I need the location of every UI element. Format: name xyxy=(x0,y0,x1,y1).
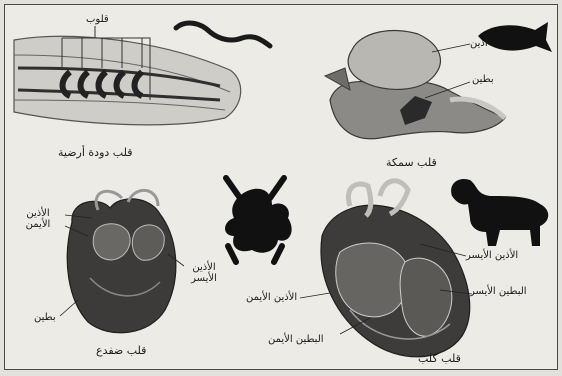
frog-left-atrium-label: الأذين الأيسر xyxy=(186,262,222,284)
earthworm-heart-caption: قلب دودة أرضية xyxy=(58,146,133,159)
earthworm-heart-drawing xyxy=(14,26,241,125)
frog-heart-caption: قلب ضفدع xyxy=(96,344,146,357)
dog-left-atrium-label: الأذين الأيسر xyxy=(466,250,518,261)
fish-heart-caption: قلب سمكة xyxy=(386,156,437,169)
fish-silhouette-icon xyxy=(478,22,552,52)
dog-heart-caption: قلب كلب xyxy=(418,352,461,365)
frog-ventricle-label: بطين xyxy=(34,312,56,323)
frog-silhouette-icon xyxy=(225,178,292,262)
dog-left-ventricle-label: البطين الأيسر xyxy=(470,286,527,297)
fish-atrium-label: أذين xyxy=(470,38,488,49)
dog-right-atrium-label: الأذين الأيمن xyxy=(246,292,297,303)
frog-heart-drawing xyxy=(67,190,176,332)
worm-silhouette-icon xyxy=(176,23,270,46)
dog-right-ventricle-label: البطين الأيمن xyxy=(268,334,324,345)
dog-silhouette-icon xyxy=(451,179,548,246)
frog-right-atrium-label: الأذين الأيمن xyxy=(16,208,60,230)
dog-heart-drawing xyxy=(321,181,470,357)
fish-ventricle-label: بطين xyxy=(472,74,494,85)
earthworm-hearts-label: قلوب xyxy=(86,14,109,25)
